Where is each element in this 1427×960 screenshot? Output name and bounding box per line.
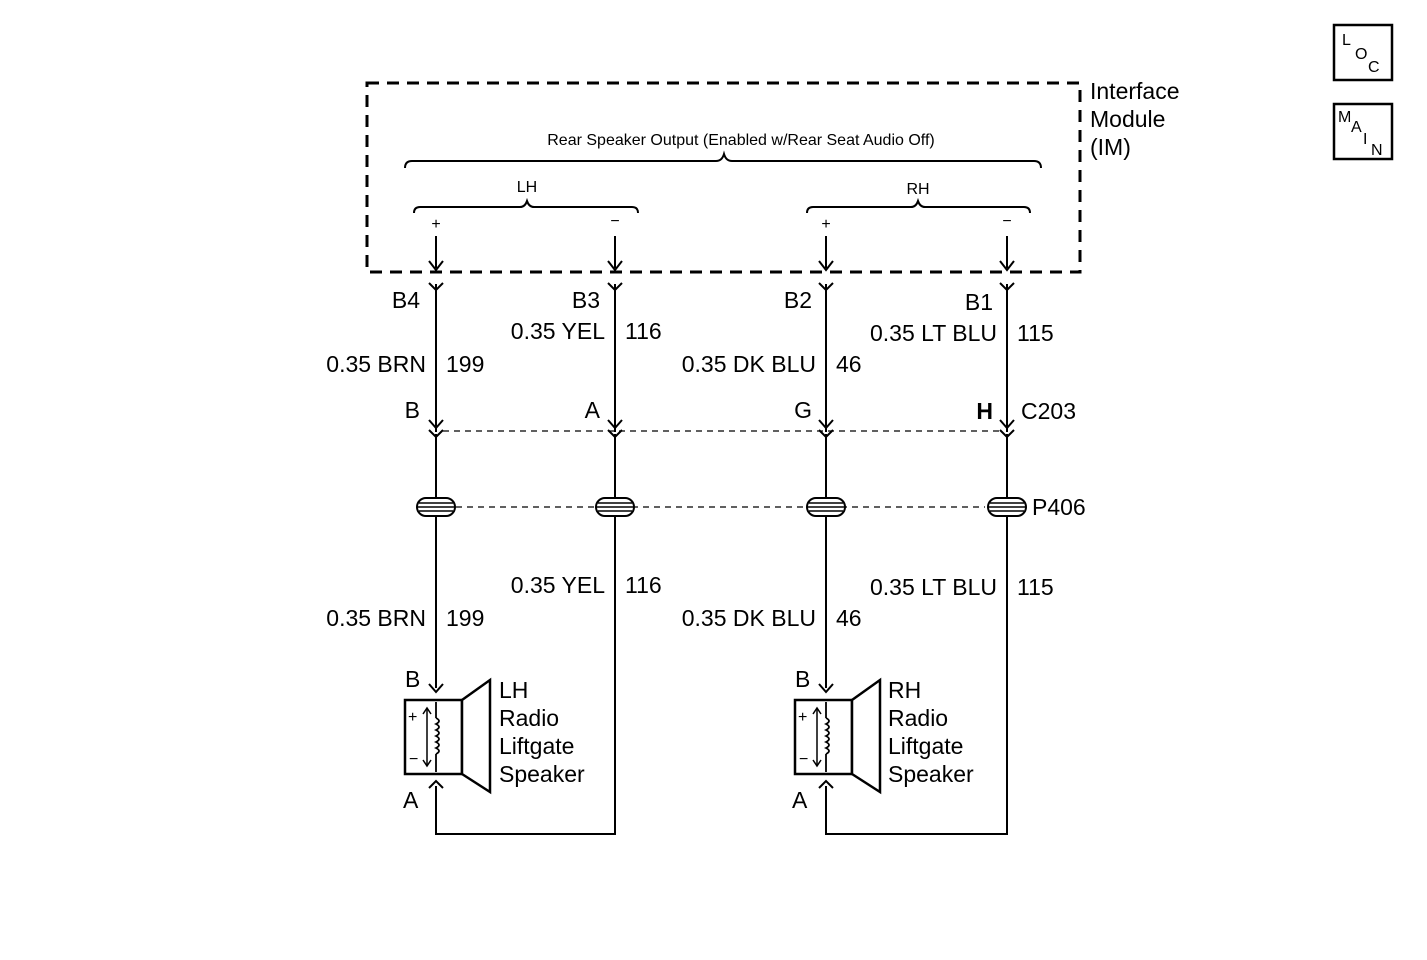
wire-b3-color: 0.35 YEL: [511, 318, 605, 344]
module-name-line-1: Interface: [1090, 78, 1180, 104]
rh-minus-symbol: −: [1002, 213, 1011, 230]
wire-b2-lower-circuit: 46: [836, 605, 862, 631]
wire-b2-circuit: 46: [836, 351, 862, 377]
wire-b3: [607, 236, 623, 834]
lh-speaker-symbol: [403, 677, 492, 795]
wire-b1: [999, 236, 1015, 834]
rh-speaker-name-2: Radio: [888, 705, 948, 731]
rh-speaker-name-3: Liftgate: [888, 733, 963, 759]
loc-letter-o: O: [1355, 46, 1367, 63]
module-name-line-3: (IM): [1090, 134, 1131, 160]
wire-b2-pin: B2: [784, 287, 812, 313]
p406-grommet-3: [806, 497, 846, 517]
lh-minus-symbol: −: [610, 213, 619, 230]
wire-b2: [818, 236, 834, 834]
lh-speaker-pin-top: B: [405, 666, 420, 692]
wire-b4-pin: B4: [392, 287, 420, 313]
lh-speaker-name-1: LH: [499, 677, 528, 703]
rh-speaker-name-4: Speaker: [888, 761, 974, 787]
lh-group-label: LH: [517, 179, 537, 196]
lh-speaker-minus: −: [409, 751, 418, 768]
lh-speaker-name-2: Radio: [499, 705, 559, 731]
wire-b4: [428, 236, 444, 834]
module-name-line-2: Module: [1090, 106, 1165, 132]
wire-b2-lower-color: 0.35 DK BLU: [682, 605, 816, 631]
lh-speaker-name-3: Liftgate: [499, 733, 574, 759]
lh-speaker-plus: +: [408, 709, 417, 726]
c203-label: C203: [1021, 398, 1076, 424]
lh-plus-symbol: +: [431, 216, 440, 233]
wire-b4-lower-color: 0.35 BRN: [326, 605, 426, 631]
wire-b3-c203-pin: A: [585, 397, 601, 423]
main-button[interactable]: M A I N: [1332, 102, 1394, 161]
wire-b1-pin: B1: [965, 289, 993, 315]
wire-b2-color: 0.35 DK BLU: [682, 351, 816, 377]
lh-speaker-name-4: Speaker: [499, 761, 585, 787]
interface-module-box: [365, 81, 1082, 274]
p406-grommet-4: [987, 497, 1027, 517]
rh-speaker-pin-bottom: A: [792, 787, 808, 813]
loc-letter-l: L: [1342, 32, 1351, 49]
main-letter-m: M: [1338, 109, 1351, 126]
wire-b3-circuit: 116: [625, 318, 662, 344]
rh-group-label: RH: [906, 181, 929, 198]
wire-b1-c203-pin: H: [976, 398, 993, 424]
wire-b3-lower-color: 0.35 YEL: [511, 572, 605, 598]
p406-grommet-2: [595, 497, 635, 517]
rh-speaker-name-1: RH: [888, 677, 921, 703]
p406-grommet-1: [416, 497, 456, 517]
main-letter-a: A: [1351, 119, 1362, 136]
p406-label: P406: [1032, 494, 1086, 520]
output-brace: [404, 150, 1042, 169]
wire-b4-circuit: 199: [446, 351, 484, 377]
rh-brace: [806, 197, 1031, 214]
loc-letter-c: C: [1368, 59, 1380, 76]
wire-b4-color: 0.35 BRN: [326, 351, 426, 377]
rh-speaker-pin-top: B: [795, 666, 810, 692]
wire-b1-lower-circuit: 115: [1017, 574, 1054, 600]
wire-b1-circuit: 115: [1017, 320, 1054, 346]
wire-b3-lower-circuit: 116: [625, 572, 662, 598]
wire-b1-lower-color: 0.35 LT BLU: [870, 574, 997, 600]
main-letter-n: N: [1371, 142, 1383, 159]
rh-plus-symbol: +: [821, 216, 830, 233]
rh-speaker-plus: +: [798, 709, 807, 726]
wire-b4-c203-pin: B: [405, 397, 420, 423]
wire-b4-lower-circuit: 199: [446, 605, 484, 631]
rh-speaker-symbol: [793, 677, 882, 795]
main-letter-i: I: [1363, 131, 1367, 148]
loc-button[interactable]: L O C: [1332, 23, 1394, 82]
rear-speaker-output-label: Rear Speaker Output (Enabled w/Rear Seat…: [547, 132, 934, 149]
lh-brace: [413, 197, 639, 214]
lh-speaker-pin-bottom: A: [403, 787, 419, 813]
rh-speaker-minus: −: [799, 751, 808, 768]
wire-b1-color: 0.35 LT BLU: [870, 320, 997, 346]
wire-b2-c203-pin: G: [794, 397, 812, 423]
wire-b3-pin: B3: [572, 287, 600, 313]
